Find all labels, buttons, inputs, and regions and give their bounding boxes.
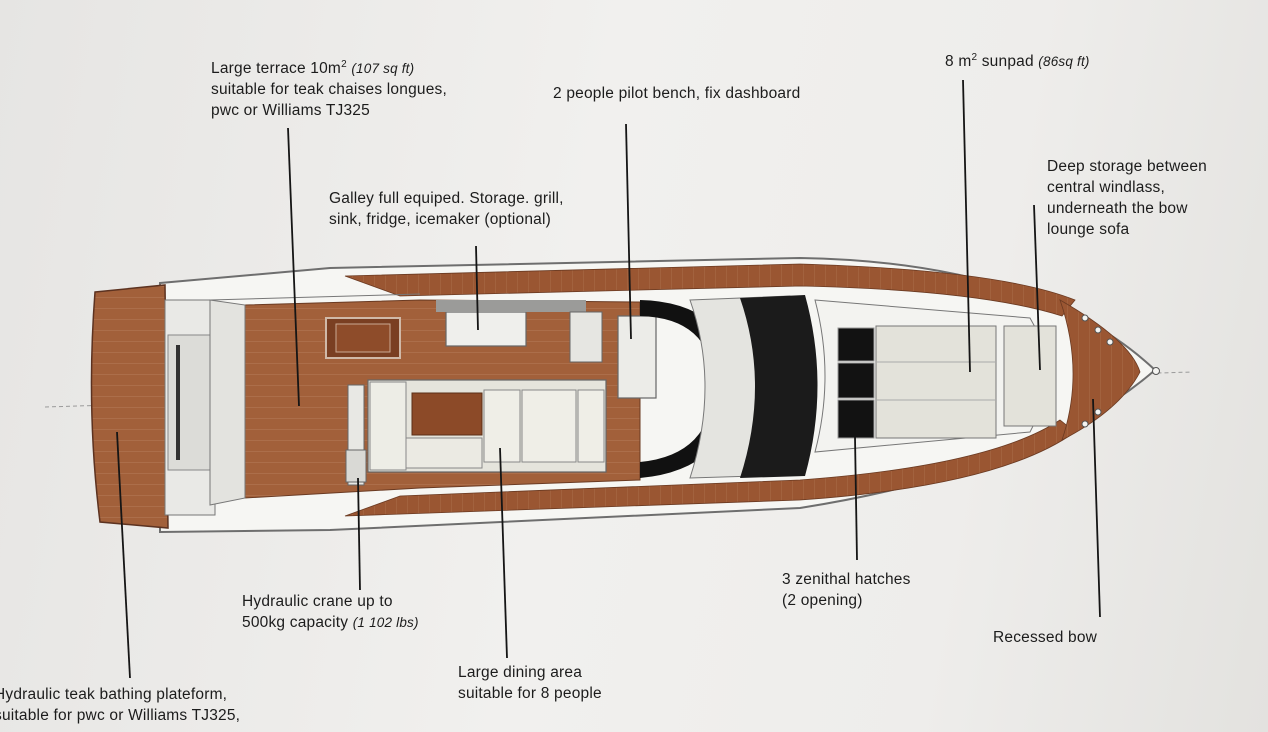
label-sunpad: 8 m2 sunpad (86sq ft) bbox=[945, 51, 1090, 70]
sunpad bbox=[875, 325, 997, 439]
label-deep-storage: Deep storage between central windlass, u… bbox=[1047, 158, 1207, 238]
galley-counter bbox=[445, 311, 527, 347]
label-galley: Galley full equiped. Storage. grill, sin… bbox=[329, 190, 564, 228]
hardtop-glass bbox=[740, 295, 818, 478]
label-dining: Large dining area suitable for 8 people bbox=[458, 664, 602, 702]
dining-table bbox=[411, 392, 483, 436]
label-crane: Hydraulic crane up to 500kg capacity (1 … bbox=[242, 593, 419, 631]
bow-deck bbox=[1059, 299, 1141, 441]
bathing-platform bbox=[90, 284, 169, 529]
galley-unit bbox=[569, 311, 603, 363]
label-recessed-bow: Recessed bow bbox=[993, 629, 1098, 646]
bow-fittings bbox=[1081, 314, 1160, 428]
pilot-bench bbox=[617, 315, 657, 399]
label-bathing-platform: Hydraulic teak bathing plateform, suitab… bbox=[0, 686, 241, 724]
leader-lines bbox=[116, 79, 1101, 679]
zenithal-hatches bbox=[837, 327, 875, 439]
port-walkway bbox=[344, 263, 1076, 317]
bow-sofa bbox=[1003, 325, 1057, 427]
label-terrace: Large terrace 10m2 (107 sq ft) suitable … bbox=[211, 58, 447, 119]
label-hatches: 3 zenithal hatches (2 opening) bbox=[782, 571, 911, 609]
label-pilot-bench: 2 people pilot bench, fix dashboard bbox=[553, 85, 801, 102]
